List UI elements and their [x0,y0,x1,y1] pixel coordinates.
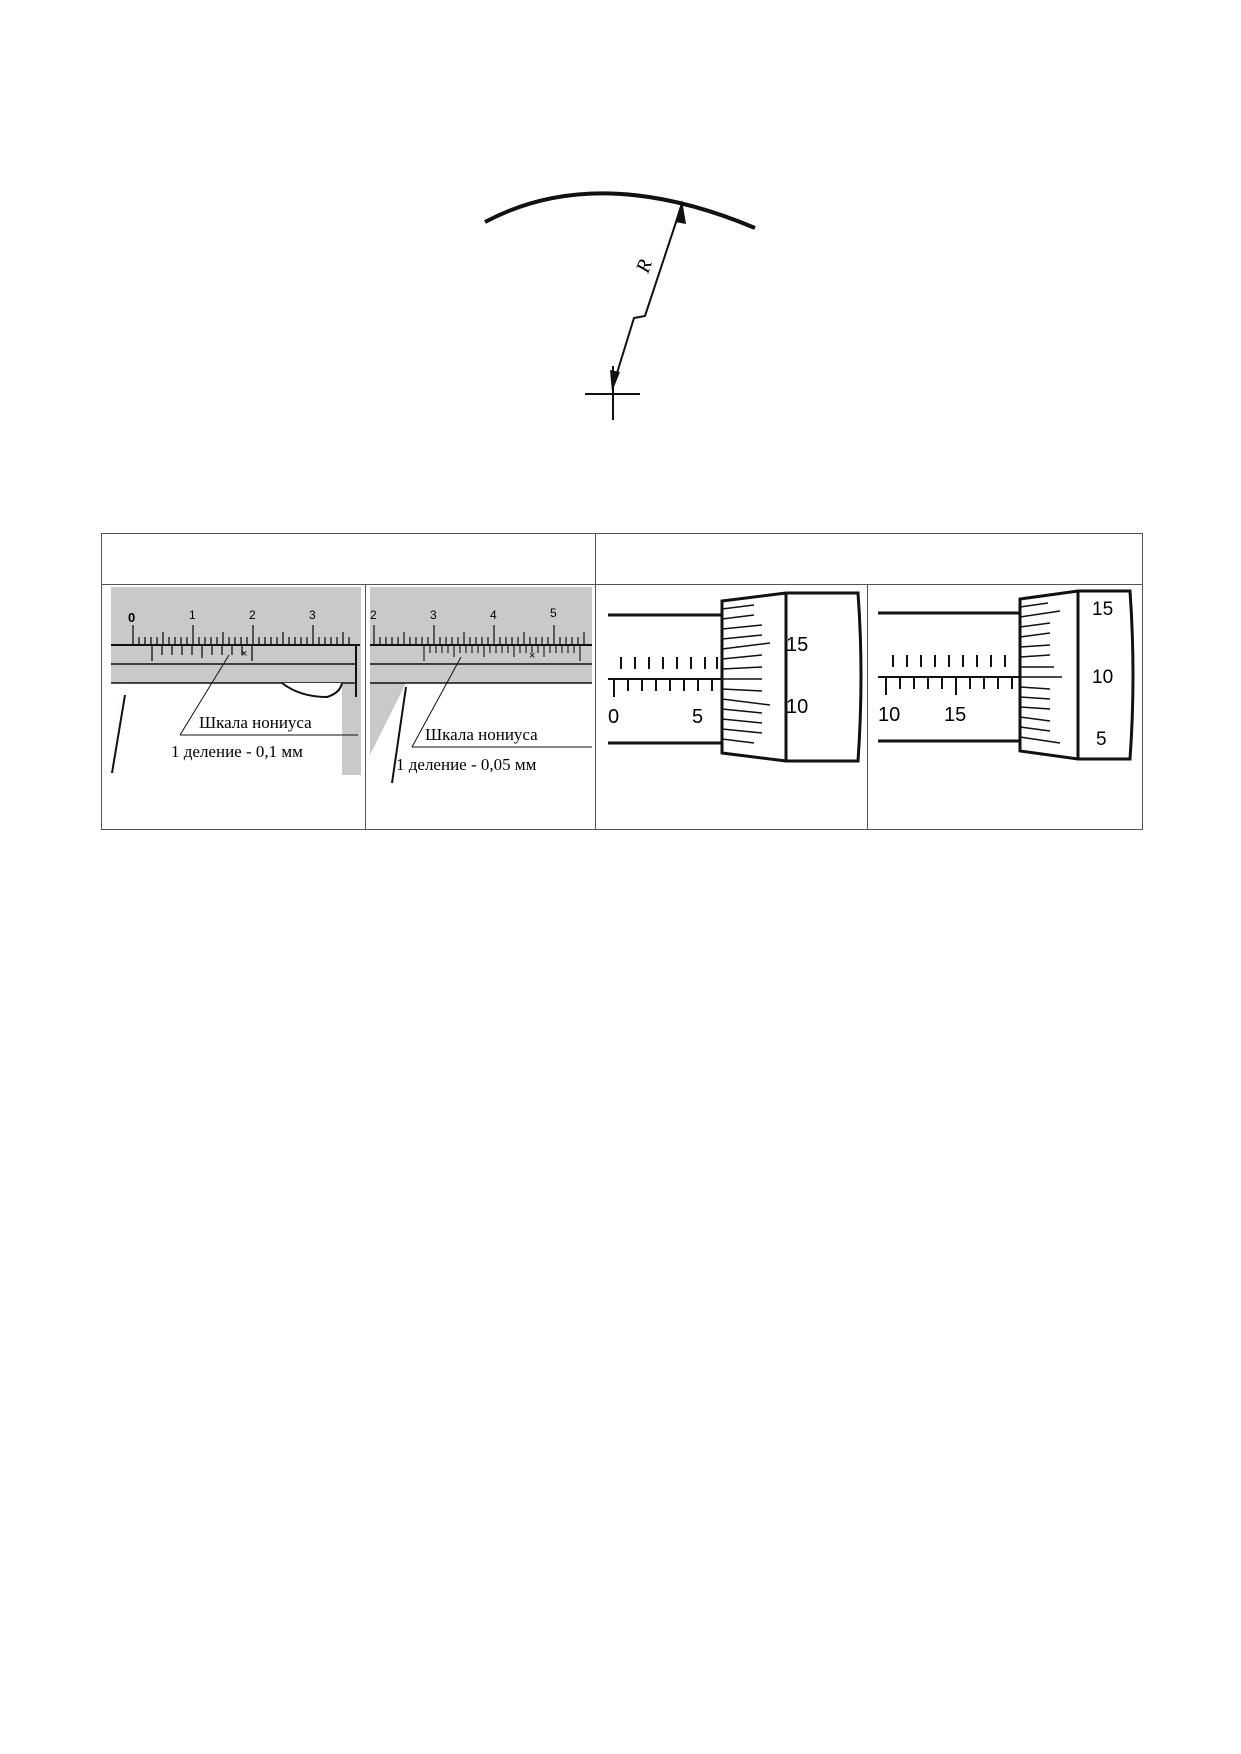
caliper-1-number-1: 1 [189,608,196,622]
caliper-1-number-0: 0 [128,610,135,625]
caliper-1-division-label: 1 деление - 0,1 мм [171,742,303,761]
micrometer-2-thimble-5: 5 [1096,729,1107,750]
caliper-2-number-4: 4 [490,608,497,622]
radius-dimension-line [612,203,683,387]
measurement-table: × 0 1 2 3 Шкала нониуса 1 деление - 0,1 … [101,533,1143,830]
micrometer-1-thimble-10: 10 [786,696,808,718]
main-scale-ticks [132,625,350,645]
caliper-2-number-5: 5 [550,606,557,620]
caliper-2-number-2: 2 [370,608,377,622]
radius-arrow-bottom [610,370,620,392]
micrometer-2-sleeve-15: 15 [944,704,966,726]
thimble-ticks [721,604,771,744]
vernier-scale-ticks [151,645,253,661]
arc-curve [484,191,756,230]
radius-arrow-top [675,200,686,224]
header-micrometer [595,533,1143,585]
micrometer-1-sleeve-5: 5 [692,706,703,728]
main-scale-ticks [373,625,585,645]
caliper-1-number-2: 2 [249,608,256,622]
radius-diagram: R [484,191,756,420]
cell-caliper-2: × 2 3 4 5 Шкала нониуса 1 деление - 0,05… [365,584,596,830]
cell-micrometer-2: 10 15 15 10 5 [867,584,1143,830]
sleeve-ticks [613,657,718,697]
caliper-2-number-3: 3 [430,608,437,622]
thimble-ticks [1019,602,1062,744]
radius-label: R [632,257,657,277]
coincidence-mark: × [241,648,247,660]
caliper-1-vernier-label: Шкала нониуса [199,713,312,732]
header-caliper [101,533,596,585]
cell-micrometer-1: 0 5 15 10 [595,584,868,830]
micrometer-2-thimble-15: 15 [1092,599,1113,620]
caliper-2-vernier-label: Шкала нониуса [425,725,538,744]
caliper-1-number-3: 3 [309,608,316,622]
caliper-2-division-label: 1 деление - 0,05 мм [396,755,537,774]
micrometer-2-thimble-10: 10 [1092,667,1113,688]
vernier-scale-ticks [423,645,581,661]
cell-caliper-1: × 0 1 2 3 Шкала нониуса 1 деление - 0,1 … [101,584,366,830]
coincidence-mark: × [529,650,535,662]
micrometer-1-sleeve-0: 0 [608,706,619,728]
micrometer-1-thimble-15: 15 [786,634,808,656]
sleeve-ticks [885,655,1013,695]
micrometer-2-sleeve-10: 10 [878,704,900,726]
